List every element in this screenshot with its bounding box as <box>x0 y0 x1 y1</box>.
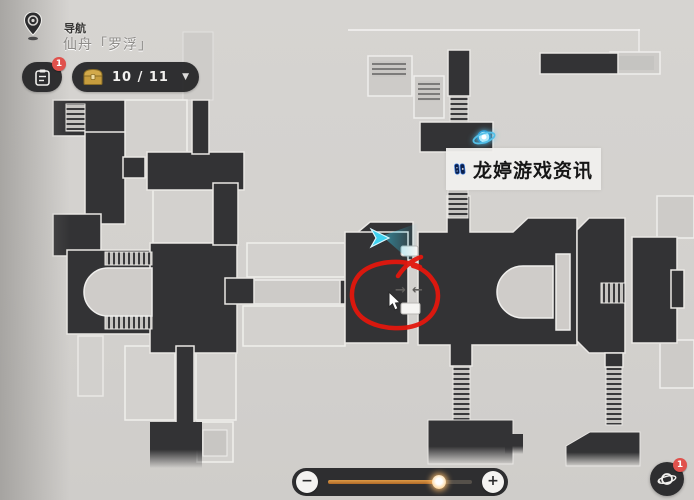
planet-icon <box>657 473 677 485</box>
zoom-slider: − + <box>292 468 508 496</box>
space-anchor-icon[interactable] <box>470 124 498 152</box>
zoom-out-button[interactable]: − <box>296 471 318 493</box>
chevron-down-icon: ▼ <box>182 72 189 82</box>
chest-count-text: 10 / 11 <box>112 69 169 85</box>
watermark-text: 龙婷游戏资讯 <box>472 159 593 182</box>
watermark-logo-icon <box>454 163 466 175</box>
treasure-chest-icon <box>83 68 103 85</box>
location-name: 仙舟「罗浮」 <box>63 37 153 53</box>
zoom-knob[interactable] <box>431 475 446 489</box>
door-arrow-right[interactable]: → <box>395 283 406 298</box>
task-list-button[interactable]: 1 <box>22 57 66 92</box>
watermark: 龙婷游戏资讯 <box>446 148 601 190</box>
task-list-icon <box>34 69 50 86</box>
nav-header: 导航 仙舟「罗浮」 <box>20 8 220 53</box>
task-badge: 1 <box>52 57 66 71</box>
planet-badge: 1 <box>673 458 687 472</box>
nav-label: 导航 <box>64 22 86 35</box>
door-arrow-left[interactable]: ← <box>412 283 423 298</box>
zoom-track-fill <box>328 480 439 484</box>
zoom-track[interactable] <box>328 475 472 489</box>
planet-view-button[interactable]: 1 <box>650 458 687 496</box>
location-pin-icon <box>24 12 42 41</box>
zoom-in-button[interactable]: + <box>482 471 504 493</box>
mouse-cursor <box>388 290 402 311</box>
player-marker <box>369 223 418 264</box>
chest-counter-dropdown[interactable]: 10 / 11 ▼ <box>72 62 199 92</box>
annotation-circle <box>349 254 441 331</box>
